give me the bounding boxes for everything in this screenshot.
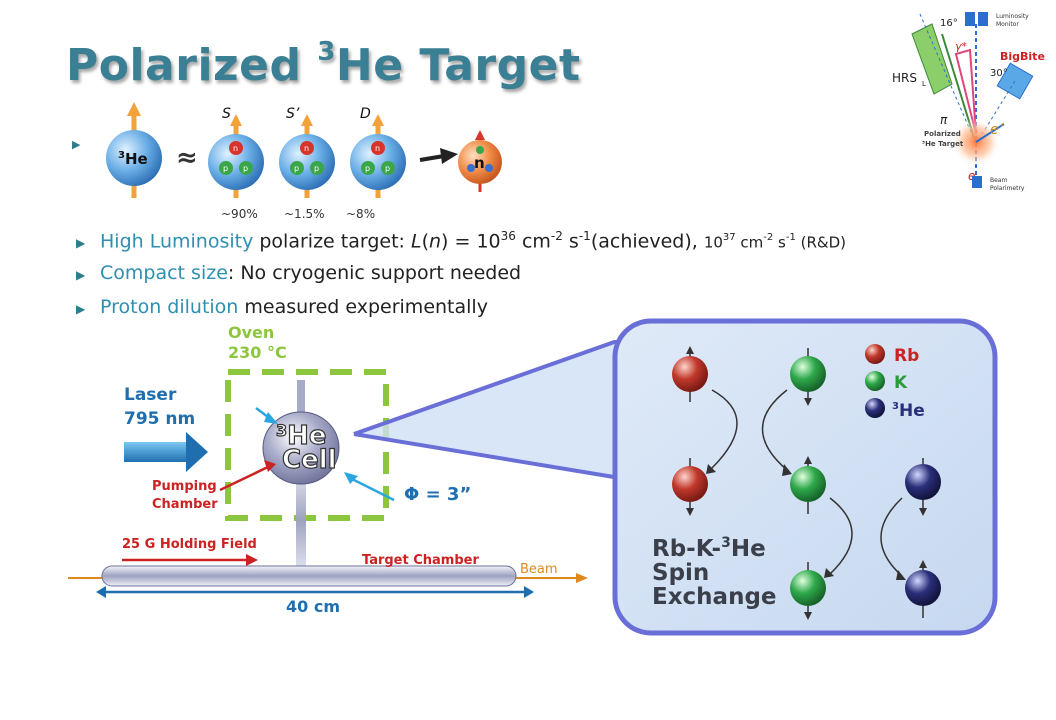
- cell-stem: [296, 460, 306, 580]
- bullet-arrow-icon: ▶: [76, 236, 86, 251]
- svg-text:Beam: Beam: [520, 562, 558, 577]
- polarized-neutron-sphere: n: [458, 130, 502, 192]
- svg-text:Polarized: Polarized: [924, 130, 961, 138]
- svg-text:Oven: Oven: [228, 323, 274, 342]
- bullet-arrow-icon: ▶: [76, 302, 86, 316]
- svg-text:Beam: Beam: [990, 177, 1007, 184]
- k-atom-spin-down-bottom: [790, 562, 826, 620]
- bullet-arrow-icon: ▶: [76, 268, 86, 282]
- bullet-compact-size: ▶Compact size: No cryogenic support need…: [76, 262, 522, 284]
- svg-text:Rb: Rb: [894, 346, 919, 366]
- svg-text:L: L: [922, 80, 926, 88]
- svg-text:S: S: [222, 106, 231, 122]
- svg-text:Φ = 3”: Φ = 3”: [404, 484, 471, 505]
- right-arrow-icon: [419, 148, 458, 164]
- experiment-setup-diagram: Luminosity Monitor 16° HRS L γ* π BigBit…: [892, 12, 1045, 192]
- svg-text:³He Target: ³He Target: [922, 140, 964, 148]
- svg-text:16°: 16°: [940, 18, 958, 29]
- s-state-percentage: ~90%: [221, 207, 258, 221]
- laser-arrow-icon: [124, 432, 208, 472]
- diameter-pointer: [349, 476, 395, 502]
- svg-text:γ*: γ*: [955, 40, 968, 53]
- svg-text:Spin: Spin: [652, 560, 709, 586]
- svg-text:n: n: [375, 144, 380, 153]
- he3-decomposition-diagram: ▶ 3He ≈ S n p p S’ n p p D n p p: [72, 102, 502, 198]
- svg-text:p: p: [385, 164, 390, 173]
- svg-text:p: p: [223, 164, 228, 173]
- svg-text:795 nm: 795 nm: [124, 409, 195, 429]
- svg-text:n: n: [474, 154, 485, 172]
- exchange-arrows: [711, 389, 903, 577]
- svg-text:3He: 3He: [892, 401, 925, 421]
- luminosity-monitor-block: [978, 12, 988, 26]
- spin-exchange-panel: Rb K 3He Rb-K-3He: [612, 318, 998, 636]
- s-state-sphere: S n p p: [208, 106, 264, 198]
- svg-text:Monitor: Monitor: [996, 21, 1019, 28]
- bullet-proton-dilution: ▶Proton dilution measured experimentally: [76, 296, 488, 318]
- svg-text:BigBite: BigBite: [1000, 50, 1045, 63]
- rb-atom-spin-down: [672, 458, 708, 516]
- svg-text:HRS: HRS: [892, 71, 917, 85]
- page-title: Polarized 3He Target: [66, 37, 581, 91]
- rb-atom-spin-up: [672, 346, 708, 402]
- svg-text:S’: S’: [286, 106, 300, 122]
- callout-connector: [353, 340, 621, 480]
- svg-text:25 G Holding Field: 25 G Holding Field: [122, 537, 257, 552]
- luminosity-monitor-block: [965, 12, 975, 26]
- he3-nucleus-sphere: 3He: [106, 102, 162, 198]
- k-atom-spin-down: [790, 348, 826, 406]
- s-prime-state-sphere: S’ n p p: [279, 106, 335, 198]
- svg-text:e’: e’: [990, 122, 1004, 138]
- hrs-spectrometer: [911, 23, 953, 95]
- svg-text:p: p: [365, 164, 370, 173]
- svg-text:40 cm: 40 cm: [286, 597, 340, 616]
- approx-symbol: ≈: [176, 143, 198, 173]
- svg-text:D: D: [360, 106, 371, 122]
- svg-text:Rb-K-3He: Rb-K-3He: [652, 535, 766, 562]
- svg-text:Luminosity: Luminosity: [996, 13, 1029, 20]
- svg-text:Laser: Laser: [124, 385, 177, 405]
- svg-text:3He: 3He: [276, 421, 327, 451]
- target-cell-diagram: Oven 230 °C Laser 795 nm 3He Cell Pumpin…: [68, 323, 588, 616]
- cell-top-tube: [297, 380, 305, 440]
- svg-text:e: e: [968, 169, 975, 183]
- svg-text:Exchange: Exchange: [652, 584, 777, 610]
- svg-text:Target Chamber: Target Chamber: [362, 553, 479, 568]
- d-state-percentage: ~8%: [346, 207, 376, 221]
- svg-text:Polarimetry: Polarimetry: [990, 185, 1025, 192]
- legend: Rb K 3He: [865, 344, 925, 421]
- svg-text:p: p: [243, 164, 248, 173]
- svg-text:p: p: [314, 164, 319, 173]
- svg-text:p: p: [294, 164, 299, 173]
- svg-text:Cell: Cell: [282, 445, 337, 475]
- he3-atom-spin-down: [905, 458, 941, 516]
- svg-text:3He: 3He: [118, 150, 148, 168]
- pumping-chamber-bulb: [262, 411, 340, 485]
- svg-text:Pumping: Pumping: [152, 479, 217, 494]
- svg-text:230 °C: 230 °C: [228, 343, 287, 362]
- svg-text:n: n: [233, 144, 238, 153]
- bullet-arrow-icon: ▶: [72, 138, 81, 151]
- target-chamber-tube: [101, 565, 517, 587]
- svg-text:n: n: [304, 144, 309, 153]
- bullet-luminosity: ▶High Luminosity polarize target: L(n) =…: [76, 229, 846, 253]
- d-state-sphere: D n p p: [350, 106, 406, 198]
- he3-atom-spin-up: [905, 560, 941, 618]
- svg-text:30°: 30°: [990, 68, 1008, 79]
- k-atom-spin-up: [790, 456, 826, 514]
- svg-text:Chamber: Chamber: [152, 497, 218, 512]
- svg-text:K: K: [894, 373, 908, 393]
- s-prime-state-percentage: ~1.5%: [284, 207, 325, 221]
- beam-polarimetry-block: [972, 176, 982, 188]
- svg-text:π: π: [940, 113, 948, 127]
- oven-box: [225, 369, 389, 521]
- pumping-chamber-pointer: [219, 464, 271, 492]
